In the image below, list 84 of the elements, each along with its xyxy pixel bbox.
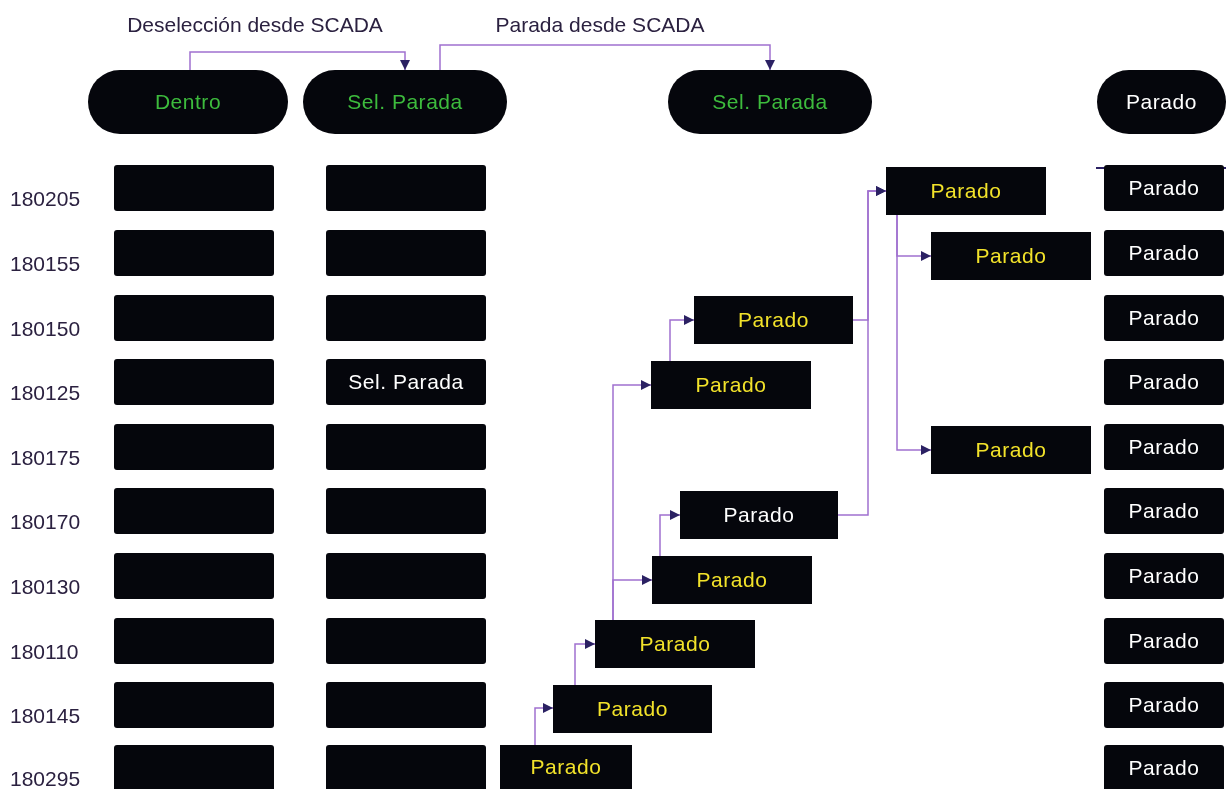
row-id: 180130 [10, 574, 81, 600]
state-box [886, 167, 1046, 215]
box-shape [114, 230, 274, 276]
connector-arrow [189, 51, 411, 71]
state-text: Parado [1128, 240, 1200, 267]
state-box [595, 620, 755, 668]
state-text: Parado [696, 567, 768, 594]
state-box [931, 232, 1091, 280]
state-box [1104, 295, 1224, 341]
state-box [1104, 359, 1224, 405]
state-text: Parado [1128, 305, 1200, 332]
connector-arrow [669, 314, 695, 362]
state-text: Parado [930, 178, 1002, 205]
box-shape [114, 553, 274, 599]
connector-arrow [574, 638, 596, 686]
row-id: 180110 [10, 639, 79, 665]
box-shape [114, 618, 274, 664]
box-shape [114, 165, 274, 211]
connector-arrow [659, 509, 681, 557]
box-shape [114, 295, 274, 341]
state-box [1104, 488, 1224, 534]
state-box [651, 361, 811, 409]
connector-arrow [612, 379, 652, 621]
state-text: Parado [738, 307, 809, 334]
state-text: Parado [1128, 369, 1200, 396]
state-text: Parado [639, 631, 711, 658]
state-box [1104, 230, 1224, 276]
box-shape [114, 359, 274, 405]
connector-arrow [439, 44, 776, 71]
row-id: 180175 [10, 445, 81, 471]
box-shape [114, 488, 274, 534]
connector-arrow [896, 214, 932, 456]
state-text: Parado [975, 437, 1047, 464]
state-text: Parado [723, 502, 795, 529]
state-box [1104, 682, 1224, 728]
state-box [326, 359, 486, 405]
state-text: Parado [597, 696, 668, 723]
state-box [553, 685, 712, 733]
state-text: Parado [1128, 498, 1200, 525]
state-box [1104, 553, 1224, 599]
state-text: Parado [1128, 434, 1200, 461]
row-id: 180155 [10, 251, 81, 277]
box-shape [114, 745, 274, 789]
state-text: Sel. Parada [712, 89, 828, 116]
box-shape [326, 230, 486, 276]
state-text: Sel. Parada [347, 89, 463, 116]
state-box [1104, 424, 1224, 470]
row-id: 180125 [10, 380, 81, 406]
row-id: 180150 [10, 316, 81, 342]
box-shape [326, 165, 486, 211]
row-id: 180295 [10, 766, 81, 789]
state-text: Sel. Parada [348, 369, 464, 396]
box-shape [326, 295, 486, 341]
box-shape [326, 618, 486, 664]
state-box [1104, 745, 1224, 789]
row-id: 180145 [10, 703, 81, 729]
state-text: Parado [975, 243, 1047, 270]
row-id: 180205 [10, 186, 81, 212]
state-text: Dentro [154, 89, 222, 116]
box-shape [326, 682, 486, 728]
row-id: 180170 [10, 509, 81, 535]
state-text: Parado [1128, 755, 1200, 782]
box-shape [114, 682, 274, 728]
state-box [694, 296, 853, 344]
state-text: Parado [1128, 628, 1200, 655]
state-box [931, 426, 1091, 474]
state-text: Parado [1126, 89, 1197, 116]
state-text: Parado [1128, 692, 1200, 719]
box-shape [114, 424, 274, 470]
box-shape [326, 488, 486, 534]
state-box [652, 556, 812, 604]
box-shape [326, 424, 486, 470]
state-box [680, 491, 838, 539]
state-box [1104, 618, 1224, 664]
state-text: Parado [1128, 175, 1200, 202]
box-shape [326, 553, 486, 599]
state-text: Parado [1128, 563, 1200, 590]
state-text: Parado [695, 372, 767, 399]
connector-arrow [837, 185, 887, 516]
state-box [500, 745, 632, 789]
connector-arrow [534, 702, 554, 746]
box-shape [326, 745, 486, 789]
state-box [1104, 165, 1224, 211]
state-text: Parado [530, 754, 602, 781]
